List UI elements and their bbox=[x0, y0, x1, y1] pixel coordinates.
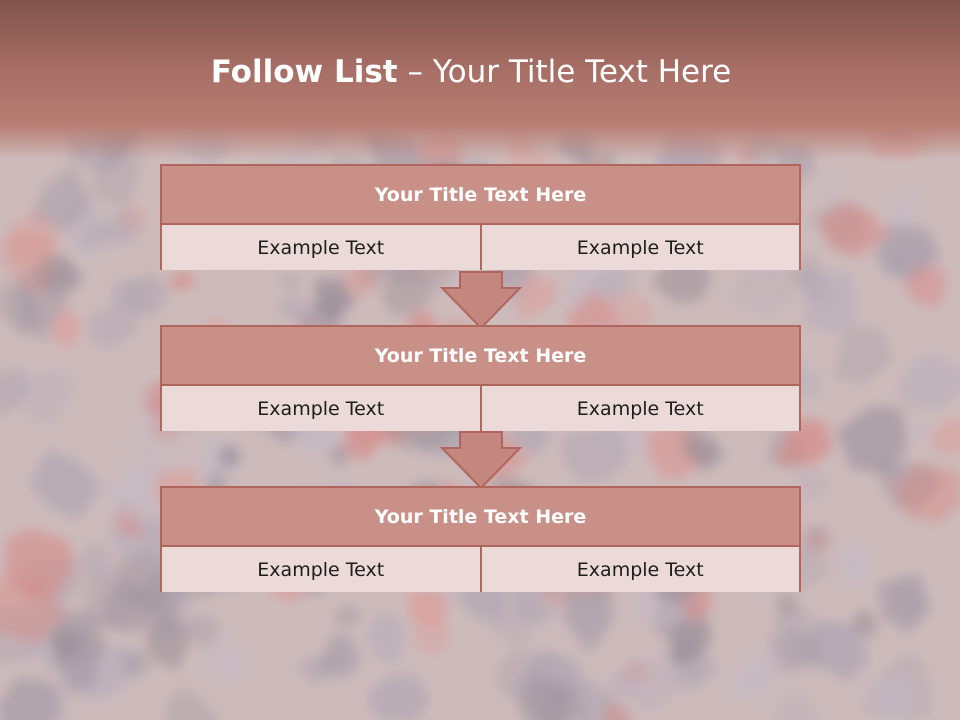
down-arrow-icon bbox=[439, 271, 523, 330]
title-rest: – Your Title Text Here bbox=[397, 54, 732, 90]
step-cell-left: Example Text bbox=[162, 547, 480, 592]
step-heading: Your Title Text Here bbox=[162, 488, 799, 547]
step-box-3: Your Title Text Here Example Text Exampl… bbox=[160, 486, 801, 592]
step-cell-right: Example Text bbox=[479, 386, 799, 431]
step-box-1: Your Title Text Here Example Text Exampl… bbox=[160, 164, 801, 270]
down-arrow-icon bbox=[439, 431, 523, 490]
slide-title: Follow List – Your Title Text Here bbox=[0, 54, 942, 90]
step-cell-right: Example Text bbox=[479, 547, 799, 592]
step-cell-left: Example Text bbox=[162, 386, 480, 431]
step-cell-left: Example Text bbox=[162, 225, 480, 270]
header-band bbox=[0, 0, 960, 160]
step-cell-right: Example Text bbox=[479, 225, 799, 270]
title-bold: Follow List bbox=[210, 54, 398, 90]
step-heading: Your Title Text Here bbox=[162, 327, 799, 386]
step-box-2: Your Title Text Here Example Text Exampl… bbox=[160, 325, 801, 431]
step-heading: Your Title Text Here bbox=[162, 166, 799, 225]
